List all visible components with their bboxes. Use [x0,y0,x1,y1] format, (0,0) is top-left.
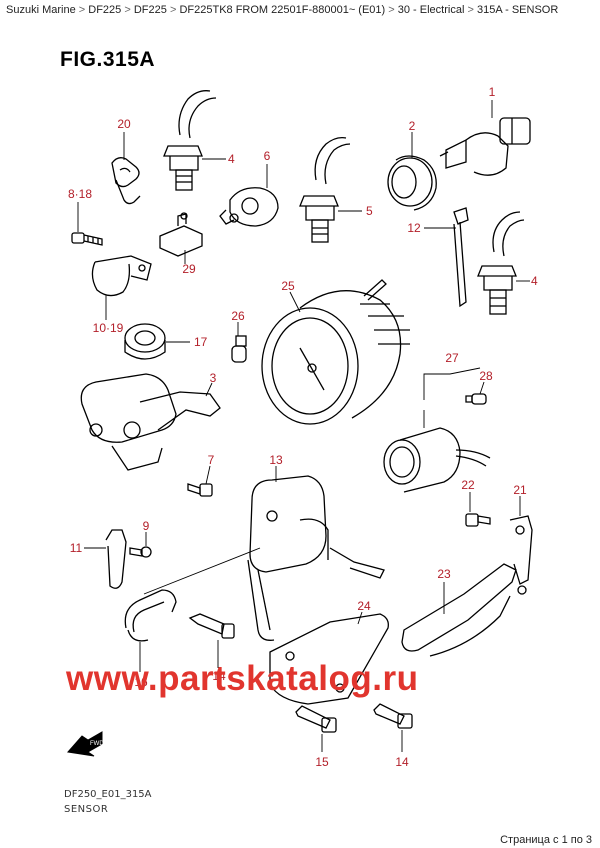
part-17-grommet[interactable] [124,323,166,360]
callout-26[interactable]: 26 [231,309,245,323]
leader-28 [479,381,485,395]
callout-6[interactable]: 6 [264,149,271,163]
figure-code: DF250_E01_315A [64,789,152,800]
part-14-bolt-left[interactable] [188,613,235,639]
part-1-sensor-connector[interactable] [439,117,531,176]
breadcrumb-df225-model[interactable]: DF225 [133,4,167,16]
callout-25[interactable]: 25 [281,279,295,293]
callout-5[interactable]: 5 [366,204,373,218]
part-8-18-bolt[interactable] [71,232,103,246]
part-12-cable-tie[interactable] [453,207,469,308]
part-13-bracket-assembly[interactable] [247,475,385,641]
part-23-arm[interactable] [401,563,517,657]
callout-2[interactable]: 2 [409,119,416,133]
callout-8-18[interactable]: 8·18 [68,187,92,201]
figure-name: SENSOR [64,804,109,815]
leader-25 [289,291,301,313]
breadcrumb-separator: > [467,4,474,16]
callout-3[interactable]: 3 [210,371,217,385]
watermark: www.partskatalog.ru [66,659,419,698]
part-25-gauge[interactable] [261,279,410,425]
callout-20[interactable]: 20 [117,117,131,131]
part-20-clip[interactable] [111,157,141,205]
callout-14b[interactable]: 14 [395,755,409,769]
callout-13[interactable]: 13 [269,453,283,467]
callout-22[interactable]: 22 [461,478,475,492]
leader-7 [205,465,211,485]
breadcrumb: Suzuki Marine > DF225 > DF225 > DF225TK8… [6,4,558,16]
part-28-bulb[interactable] [465,393,487,405]
part-24-plate[interactable] [269,613,389,705]
callout-17[interactable]: 17 [194,335,208,349]
part-16-spring-clip[interactable] [124,589,177,642]
callout-24[interactable]: 24 [357,599,371,613]
breadcrumb-separator: > [169,4,177,16]
callout-29[interactable]: 29 [182,262,196,276]
callout-27[interactable]: 27 [445,351,459,365]
callout-4b[interactable]: 4 [531,274,538,288]
callout-10-19[interactable]: 10·19 [93,321,124,335]
callout-11[interactable]: 11 [70,541,83,555]
callout-21[interactable]: 21 [513,483,527,497]
breadcrumb-df225[interactable]: DF225 [88,4,122,16]
part-2-boot[interactable] [387,155,437,211]
callout-1[interactable]: 1 [489,85,496,99]
part-10-19-clamp[interactable] [91,255,152,297]
part-4-upper-sensor[interactable] [163,90,217,191]
callout-4a[interactable]: 4 [228,152,235,166]
callout-28[interactable]: 28 [479,369,493,383]
callout-7[interactable]: 7 [208,453,215,467]
breadcrumb-current-sensor: 315A - SENSOR [476,4,559,16]
part-6-pressure-switch[interactable] [219,187,279,227]
leader-27 [423,367,481,400]
part-29-bracket[interactable] [159,212,203,257]
breadcrumb-separator: > [78,4,86,16]
breadcrumb-electrical[interactable]: 30 - Electrical [397,4,465,16]
part-14-bolt-right[interactable] [373,703,413,729]
callout-9[interactable]: 9 [143,519,150,533]
leader-3 [205,382,213,397]
part-26-bulb[interactable] [231,335,247,363]
leader-24 [357,611,363,625]
callout-12[interactable]: 12 [407,221,421,235]
part-3-trim-sender[interactable] [80,373,221,471]
callout-15[interactable]: 15 [315,755,329,769]
breadcrumb-suzuki-marine[interactable]: Suzuki Marine [6,4,76,16]
part-27-gauge-small[interactable] [383,427,491,493]
part-11-band[interactable] [105,529,127,589]
page-indicator: Страница с 1 по 3 [500,834,592,846]
figure-title: FIG.315A [60,48,156,71]
part-4-lower-sensor[interactable] [477,211,525,315]
callout-14a[interactable]: 14 [212,669,226,683]
breadcrumb-separator: > [388,4,395,16]
fwd-arrow: FWD [67,731,104,757]
leader-13-b [143,547,261,595]
part-7-screw[interactable] [187,483,213,497]
part-21-bracket[interactable] [509,515,533,595]
part-5-sensor[interactable] [299,136,351,243]
part-15-bolt[interactable] [295,705,337,733]
callout-23[interactable]: 23 [437,567,451,581]
fwd-label: FWD [90,741,104,747]
part-22-screw[interactable] [465,513,491,527]
part-9-screw[interactable] [129,546,152,558]
breadcrumb-serial-range[interactable]: DF225TK8 FROM 22501F-880001~ (E01) [179,4,386,16]
callout-16[interactable]: 16 [134,675,148,689]
breadcrumb-separator: > [124,4,131,16]
